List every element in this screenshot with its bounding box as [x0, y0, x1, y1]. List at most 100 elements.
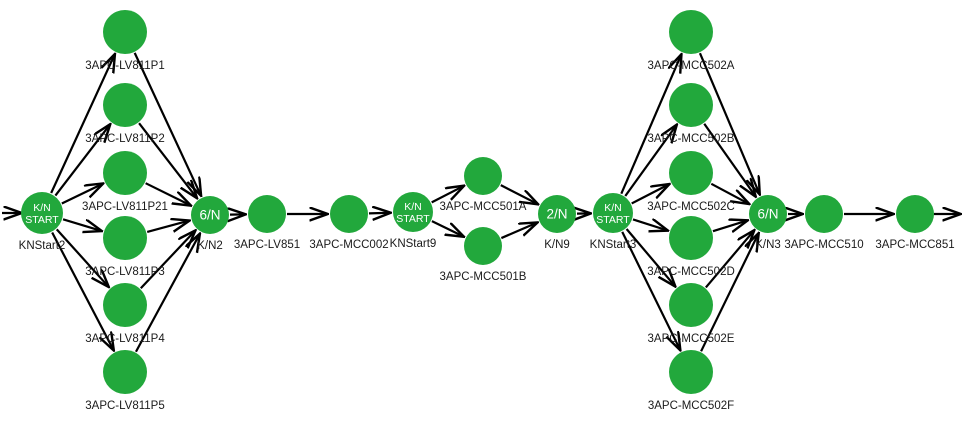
nodes-layer: K/NSTARTKNStart23APC-LV811P13APC-LV811P2… — [19, 10, 955, 412]
gateway-circle-knstart2[interactable] — [21, 192, 63, 234]
node-caption-mcc502c: 3APC-MCC502C — [647, 201, 735, 213]
node-mcc501a[interactable] — [464, 157, 502, 195]
node-mcc501b[interactable] — [464, 227, 502, 265]
node-caption-kn9: K/N9 — [544, 239, 570, 251]
edge-knstart9-to-mcc501b — [431, 220, 463, 236]
task-circle-lv811p1[interactable] — [103, 10, 147, 54]
node-caption-knstart3: KNStart3 — [590, 239, 637, 251]
task-circle-mcc510[interactable] — [805, 195, 843, 233]
node-kn9[interactable]: 2/N — [538, 195, 576, 233]
gateway-inner-label-knstart9-line1: K/N — [404, 201, 422, 213]
node-caption-mcc501a: 3APC-MCC501A — [440, 201, 527, 213]
node-mcc502a[interactable] — [669, 10, 713, 54]
node-mcc002[interactable] — [330, 195, 368, 233]
task-circle-lv851[interactable] — [248, 195, 286, 233]
edge-lv811p3-to-kn2 — [146, 221, 189, 234]
gateway-circle-knstart3[interactable] — [593, 193, 633, 233]
node-lv811p5[interactable] — [103, 350, 147, 394]
node-caption-mcc510: 3APC-MCC510 — [784, 239, 863, 251]
edge-lv811p5-to-kn2 — [134, 234, 200, 353]
node-caption-lv811p5: 3APC-LV811P5 — [85, 400, 164, 412]
gateway-inner-label-knstart3-line1: K/N — [604, 202, 622, 214]
gateway-circle-kn3[interactable] — [749, 195, 787, 233]
task-circle-lv811p3[interactable] — [103, 216, 147, 260]
task-circle-mcc502c[interactable] — [669, 151, 713, 195]
task-circle-mcc502b[interactable] — [669, 83, 713, 127]
edge-mcc502d-to-kn3 — [712, 221, 747, 232]
gateway-circle-knstart9[interactable] — [393, 192, 433, 232]
node-caption-mcc502d: 3APC-MCC502D — [647, 266, 735, 278]
node-kn3[interactable]: 6/N — [749, 195, 787, 233]
node-mcc502b[interactable] — [669, 83, 713, 127]
task-circle-mcc002[interactable] — [330, 195, 368, 233]
node-mcc510[interactable] — [805, 195, 843, 233]
node-mcc502d[interactable] — [669, 216, 713, 260]
node-caption-lv811p4: 3APC-LV811P4 — [85, 333, 165, 345]
gateway-inner-label-knstart9-line2: START — [396, 213, 430, 225]
node-caption-mcc851: 3APC-MCC851 — [875, 239, 954, 251]
gateway-circle-kn9[interactable] — [538, 195, 576, 233]
node-caption-kn2: K/N2 — [197, 240, 223, 252]
node-lv811p21[interactable] — [103, 151, 147, 195]
gateway-inner-label-knstart3-line2: START — [596, 214, 630, 226]
task-circle-lv811p4[interactable] — [103, 283, 147, 327]
node-mcc502e[interactable] — [669, 283, 713, 327]
node-mcc502c[interactable] — [669, 151, 713, 195]
gateway-inner-label-kn2: 6/N — [199, 208, 220, 223]
edge-mcc501b-to-kn9 — [500, 223, 536, 240]
edge-mcc502a-to-kn3 — [698, 52, 759, 194]
node-caption-mcc501b: 3APC-MCC501B — [440, 271, 527, 283]
gateway-inner-label-kn9: 2/N — [546, 207, 567, 222]
node-lv811p4[interactable] — [103, 283, 147, 327]
task-circle-mcc502e[interactable] — [669, 283, 713, 327]
node-caption-kn3: K/N3 — [755, 239, 781, 251]
node-caption-lv811p2: 3APC-LV811P2 — [85, 133, 164, 145]
node-caption-mcc002: 3APC-MCC002 — [309, 239, 388, 251]
edge-knstart2-to-lv811p21 — [61, 184, 103, 205]
task-circle-mcc501a[interactable] — [464, 157, 502, 195]
node-lv851[interactable] — [248, 195, 286, 233]
edge-lv811p2-to-kn2 — [138, 122, 196, 197]
task-circle-lv811p2[interactable] — [103, 83, 147, 127]
node-caption-knstart9: KNStart9 — [390, 238, 437, 250]
node-caption-lv851: 3APC-LV851 — [234, 239, 300, 251]
edge-mcc502b-to-kn3 — [703, 123, 755, 196]
node-lv811p3[interactable] — [103, 216, 147, 260]
edge-knstart2-to-lv811p5 — [51, 231, 113, 350]
node-mcc502f[interactable] — [669, 350, 713, 394]
task-circle-lv811p5[interactable] — [103, 350, 147, 394]
edge-knstart2-to-lv811p1 — [50, 55, 114, 194]
node-caption-knstart2: KNStart2 — [19, 240, 66, 252]
gateway-circle-kn2[interactable] — [191, 196, 229, 234]
edge-knstart2-to-lv811p4 — [55, 228, 109, 286]
node-lv811p2[interactable] — [103, 83, 147, 127]
edge-knstart3-to-mcc502f — [621, 231, 680, 350]
node-caption-lv811p1: 3APC-LV811P1 — [85, 60, 164, 72]
edge-knstart9-to-mcc501a — [431, 186, 464, 204]
task-circle-lv811p21[interactable] — [103, 151, 147, 195]
node-caption-mcc502e: 3APC-MCC502E — [648, 333, 735, 345]
task-circle-mcc501b[interactable] — [464, 227, 502, 265]
edge-knstart3-to-mcc502e — [625, 228, 675, 286]
node-caption-mcc502b: 3APC-MCC502B — [648, 133, 735, 145]
edges-layer — [2, 53, 960, 352]
edge-knstart3-to-mcc502a — [620, 55, 681, 195]
task-circle-mcc502f[interactable] — [669, 350, 713, 394]
task-circle-mcc502d[interactable] — [669, 216, 713, 260]
node-caption-lv811p3: 3APC-LV811P3 — [85, 266, 164, 278]
node-caption-mcc502a: 3APC-MCC502A — [648, 60, 735, 72]
edge-mcc502c-to-kn3 — [710, 182, 748, 204]
node-lv811p1[interactable] — [103, 10, 147, 54]
gateway-inner-label-kn3: 6/N — [757, 207, 778, 222]
node-kn2[interactable]: 6/N — [191, 196, 229, 234]
node-mcc851[interactable] — [896, 195, 934, 233]
task-circle-mcc851[interactable] — [896, 195, 934, 233]
task-circle-mcc502a[interactable] — [669, 10, 713, 54]
edge-lv811p1-to-kn2 — [133, 52, 201, 195]
edge-mcc502f-to-kn3 — [700, 234, 758, 352]
